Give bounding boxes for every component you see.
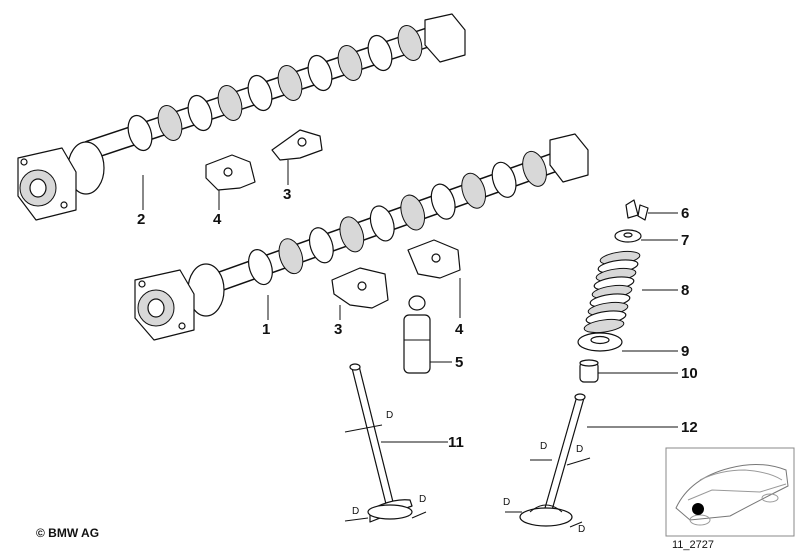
diagram-id: 11_2727 xyxy=(672,539,715,551)
location-marker-icon xyxy=(692,503,704,515)
leader-lines xyxy=(142,160,678,443)
dim-label: D xyxy=(578,524,585,535)
callout-11: 11 xyxy=(448,434,464,451)
callout-9: 9 xyxy=(681,343,689,360)
dim-label: D xyxy=(540,441,547,452)
cam-lobe xyxy=(248,249,273,286)
callout-2: 2 xyxy=(137,211,145,228)
valve-11 xyxy=(349,363,413,523)
valve-12 xyxy=(519,393,586,527)
cam-lobe xyxy=(397,25,423,61)
spring-seat xyxy=(577,332,623,352)
callout-4a: 4 xyxy=(213,211,222,228)
callout-12: 12 xyxy=(681,419,698,436)
callout-6: 6 xyxy=(681,205,689,222)
callout-5: 5 xyxy=(455,354,463,371)
valve-stem-seal xyxy=(579,359,599,383)
vehicle-locator-thumbnail xyxy=(665,447,795,537)
cam-lobe xyxy=(400,194,426,231)
callout-4b: 4 xyxy=(455,321,464,338)
rocker-arm-3a xyxy=(271,129,323,161)
callout-3a: 3 xyxy=(283,186,291,203)
callout-10: 10 xyxy=(681,365,698,382)
callout-1: 1 xyxy=(262,321,270,338)
valve-spring xyxy=(583,250,641,334)
dim-label: D xyxy=(503,497,510,508)
cam-lobe xyxy=(369,205,395,242)
valve-keeper xyxy=(625,199,649,221)
cam-lobe xyxy=(127,114,153,152)
cam-lobe xyxy=(307,54,333,92)
callout-7: 7 xyxy=(681,232,689,249)
spring-retainer xyxy=(614,229,642,243)
camshaft-upper xyxy=(17,13,466,221)
cam-lobe xyxy=(217,85,243,121)
spring-coil xyxy=(583,318,625,334)
dimension-markers xyxy=(344,424,591,528)
cam-lobe xyxy=(491,161,517,198)
cam-lobe xyxy=(339,216,365,253)
camshaft-lower xyxy=(134,133,589,341)
callout-8: 8 xyxy=(681,282,689,299)
cam-lobe xyxy=(430,183,456,220)
dim-label: D xyxy=(386,410,393,421)
cam-lobe xyxy=(308,227,334,264)
callout-3b: 3 xyxy=(334,321,342,338)
hydraulic-lifter xyxy=(403,295,431,374)
dim-label: D xyxy=(576,444,583,455)
cam-lobe xyxy=(367,34,393,72)
rocker-arm-4b xyxy=(407,239,461,279)
rocker-arm-4a xyxy=(205,154,256,191)
dim-label: D xyxy=(419,494,426,505)
cam-lobe xyxy=(187,94,213,132)
cam-lobe xyxy=(337,45,363,81)
cam-lobe xyxy=(461,172,486,209)
cam-lobe xyxy=(277,65,303,101)
rocker-arm-3b xyxy=(331,267,389,309)
copyright-label: © BMW AG xyxy=(36,526,100,540)
cam-lobe xyxy=(247,74,273,112)
cam-lobe xyxy=(278,238,304,275)
cam-lobe xyxy=(522,150,547,187)
dim-label: D xyxy=(352,506,359,517)
cam-lobe xyxy=(157,105,183,141)
